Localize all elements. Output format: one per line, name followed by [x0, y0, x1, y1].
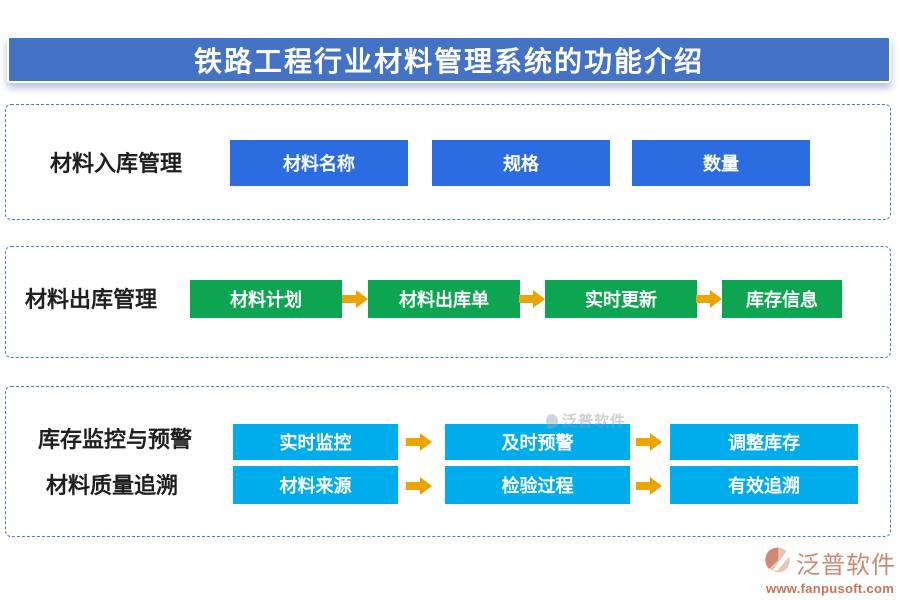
tracing-row-label: 材料质量追溯 [46, 473, 179, 498]
outbound-box-inventory-info: 库存信息 [722, 280, 842, 318]
outbound-box-material-plan: 材料计划 [190, 280, 342, 318]
arrow-right-icon [696, 289, 722, 309]
brand-name: 泛普软件 [796, 552, 896, 579]
monitoring-box-adjust-inventory: 调整库存 [670, 424, 858, 460]
outbound-box-realtime-update: 实时更新 [545, 280, 697, 318]
inbound-section-label: 材料入库管理 [50, 151, 183, 176]
monitoring-row-label: 库存监控与预警 [38, 427, 193, 452]
tracing-box-material-source: 材料来源 [233, 466, 398, 504]
page-title: 铁路工程行业材料管理系统的功能介绍 [7, 36, 891, 83]
arrow-right-icon [636, 432, 662, 452]
fanpu-logo-icon [765, 545, 793, 580]
tracing-box-inspection-process: 检验过程 [445, 466, 630, 504]
outbound-section-label: 材料出库管理 [25, 287, 158, 312]
monitoring-box-realtime-monitor: 实时监控 [233, 424, 398, 460]
arrow-right-icon [519, 289, 545, 309]
inbound-box-material-name: 材料名称 [230, 140, 408, 186]
monitoring-box-timely-alert: 及时预警 [445, 424, 630, 460]
arrow-right-icon [406, 476, 432, 496]
website-url: www.fanpusoft.com [765, 581, 895, 596]
inbound-box-quantity: 数量 [632, 140, 810, 186]
section-monitoring-tracing [5, 386, 891, 537]
arrow-right-icon [342, 289, 368, 309]
tracing-box-effective-trace: 有效追溯 [670, 466, 858, 504]
fanpu-logo: 泛普软件 www.fanpusoft.com [765, 545, 895, 596]
outbound-box-outbound-order: 材料出库单 [368, 280, 520, 318]
inbound-box-specification: 规格 [432, 140, 610, 186]
arrow-right-icon [406, 432, 432, 452]
arrow-right-icon [636, 476, 662, 496]
